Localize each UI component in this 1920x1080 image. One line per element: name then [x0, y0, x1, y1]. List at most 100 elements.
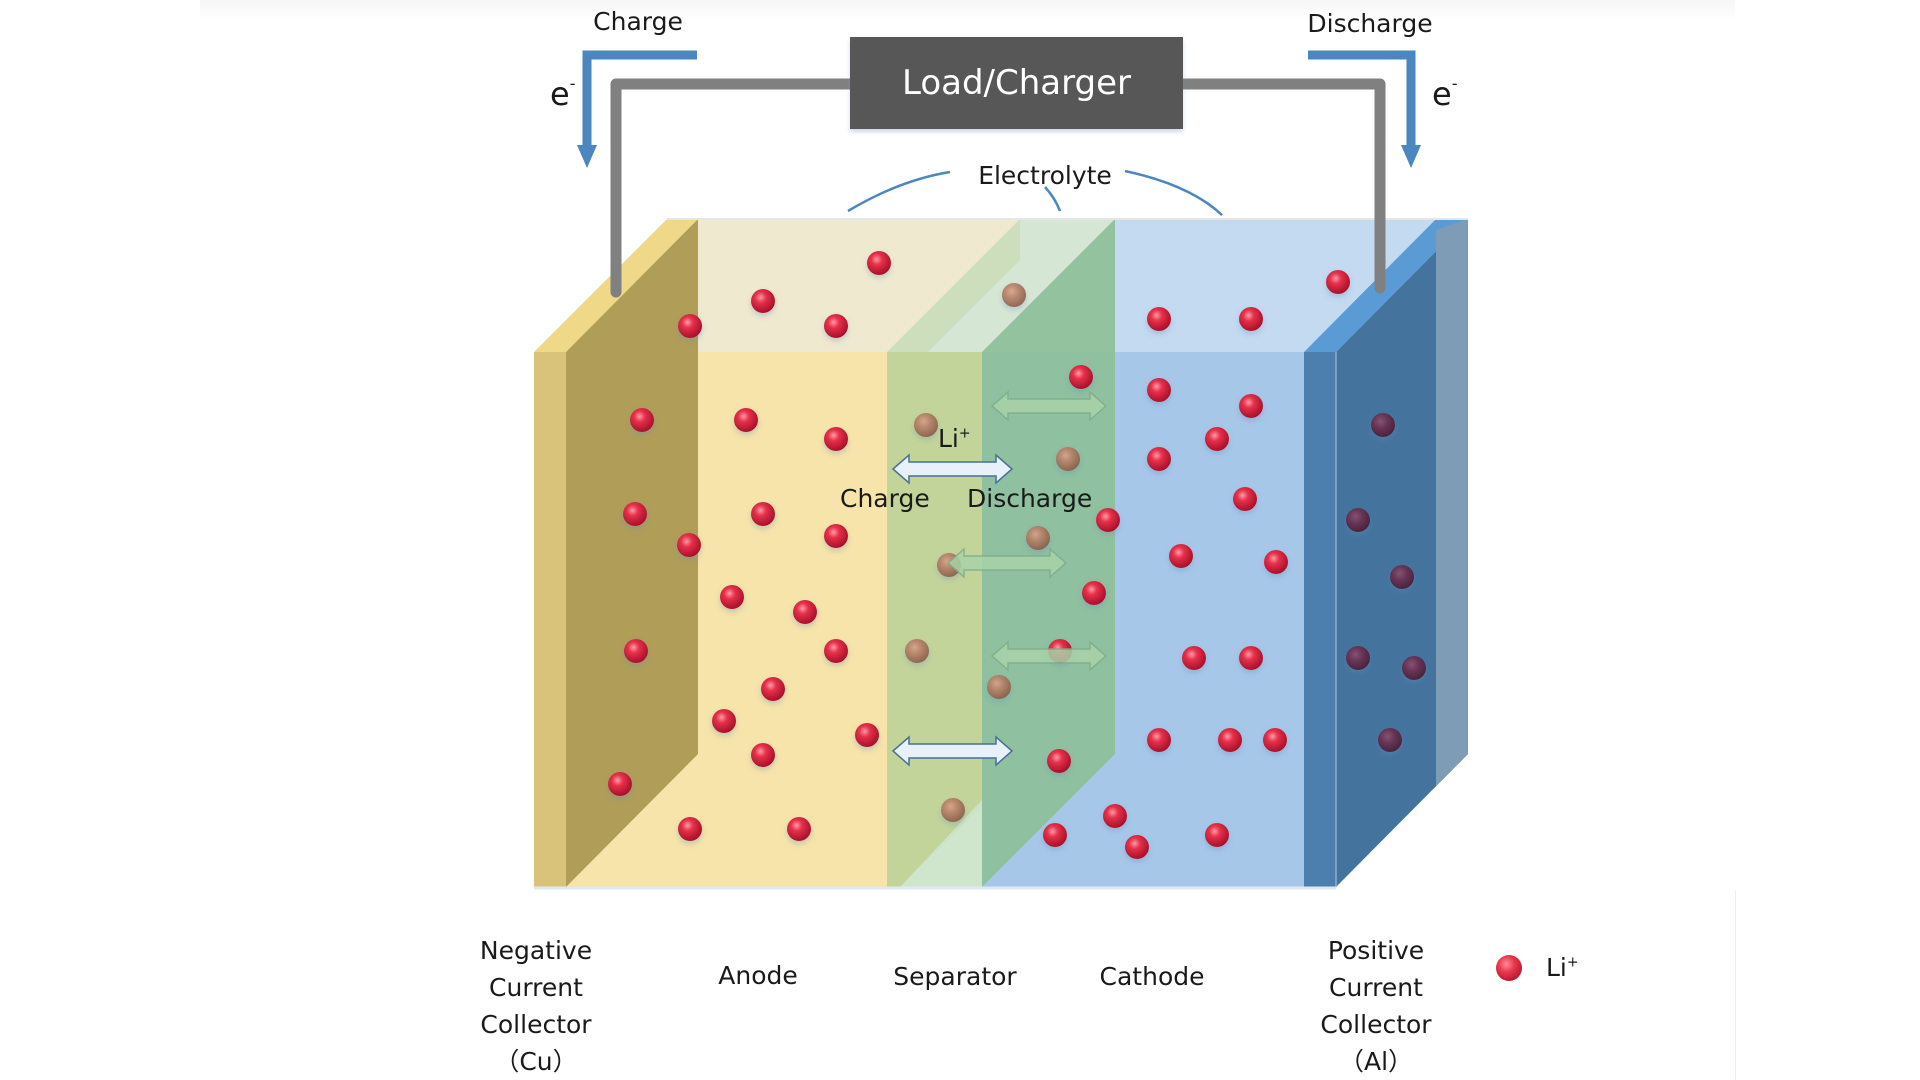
legend-label: Li+ [1546, 953, 1579, 982]
li-ion-particle [1147, 447, 1171, 471]
li-ion-particle [787, 817, 811, 841]
wire-right [1177, 78, 1386, 294]
li-ion-particle [1239, 646, 1263, 670]
al-collector-bottom-edge [1336, 754, 1468, 887]
li-ion-particle [1082, 581, 1106, 605]
electron-symbol: e [1432, 75, 1452, 113]
li-ion-particle-separator [941, 798, 965, 822]
load-charger-box: Load/Charger [850, 37, 1183, 129]
li-ion-particle-collector [1378, 728, 1402, 752]
al-collector-side-edge [1436, 219, 1468, 786]
separator-side-top-band [982, 219, 1115, 352]
li-ion-particle [751, 289, 775, 313]
ion-charge: + [958, 425, 971, 442]
li-ion-particle [1147, 378, 1171, 402]
li-ion-particle [1205, 427, 1229, 451]
li-ion-particle [751, 743, 775, 767]
discharge-arrow-head [1401, 145, 1421, 168]
external-circuit [610, 78, 1386, 298]
inner-discharge-label: Discharge [967, 484, 1093, 513]
legend-symbol: Li [1546, 953, 1567, 982]
li-ion-particle [1264, 550, 1288, 574]
li-ion-particle [1182, 646, 1206, 670]
charge-label: Charge [593, 7, 683, 36]
electrolyte-label: Electrolyte [978, 161, 1112, 190]
separator-top-face-shade [887, 219, 1020, 352]
li-ion-particle [824, 639, 848, 663]
li-ion-particle [855, 723, 879, 747]
li-ion-particle-separator [1056, 447, 1080, 471]
legend: Li+ [1496, 953, 1579, 982]
li-ion-double-arrow-faint [946, 547, 1068, 579]
li-ion-particle-separator [905, 639, 929, 663]
li-ion-particle [1043, 823, 1067, 847]
discharge-label: Discharge [1307, 9, 1433, 38]
li-ion-particle [761, 677, 785, 701]
li-ion-particle-collector [1346, 646, 1370, 670]
cu-collector-front-face [534, 352, 566, 887]
load-charger-label: Load/Charger [901, 63, 1131, 103]
li-ion-particle [824, 314, 848, 338]
li-ion-particle [678, 817, 702, 841]
li-ion-particle [1069, 365, 1093, 389]
electrolyte-pointer-middle [1044, 186, 1062, 212]
al-collector-side-face [1336, 219, 1468, 887]
li-ion-particle [1263, 728, 1287, 752]
li-ion-particle [624, 639, 648, 663]
li-ion-particle [630, 408, 654, 432]
charge-electron-arrow [582, 50, 697, 146]
top-band [200, 0, 1735, 20]
li-ion-particle [1205, 823, 1229, 847]
li-ion-particle [824, 427, 848, 451]
li-ion-inner-label: Li+ [938, 424, 971, 453]
li-ion-particle [751, 502, 775, 526]
li-ion-particle [824, 524, 848, 548]
li-ion-double-arrow [891, 735, 1014, 767]
li-ion-particle [1233, 487, 1257, 511]
li-ion-particle-collector [1346, 508, 1370, 532]
component-label-negative-current-collector: Negative Current Collector （Cu） [479, 936, 593, 1076]
li-ion-double-arrow [891, 453, 1014, 485]
component-label-positive-current-collector: Positive Current Collector （Al） [1320, 936, 1432, 1076]
discharge-electron-arrow [1308, 50, 1416, 146]
li-ion-particle [1147, 728, 1171, 752]
component-label-cathode: Cathode [1099, 962, 1205, 991]
electrolyte-pointer-left [847, 170, 951, 213]
ion-symbol: Li [938, 424, 959, 453]
separator-front-face [887, 352, 982, 887]
li-ion-particle [1239, 394, 1263, 418]
electron-charge: - [569, 74, 576, 94]
li-ion-particle-separator [1026, 526, 1050, 550]
li-ion-particle [1096, 508, 1120, 532]
li-ion-double-arrow-faint [990, 390, 1108, 422]
li-ion-particle [623, 502, 647, 526]
li-ion-particle [1169, 544, 1193, 568]
li-ion-particle [608, 772, 632, 796]
al-collector-front-face [1304, 352, 1336, 887]
electron-flow-arrows [577, 50, 1421, 168]
charge-arrow-head [577, 145, 597, 168]
inner-charge-label: Charge [840, 484, 930, 513]
li-ion-particle [793, 600, 817, 624]
electron-charge: - [1451, 74, 1458, 94]
li-ion-legend-icon [1496, 954, 1522, 981]
li-ion-particle [720, 585, 744, 609]
battery-cell [534, 218, 1468, 890]
li-ion-particle [1103, 804, 1127, 828]
separator-bottom-light [900, 806, 982, 887]
li-ion-particle [1239, 307, 1263, 331]
ion-flow-arrows [891, 390, 1108, 767]
li-ion-particle [1125, 835, 1149, 859]
li-ion-particle [1326, 270, 1350, 294]
li-ion-particle [867, 251, 891, 275]
al-collector-top-face [1304, 219, 1468, 352]
electrolyte-pointers [847, 169, 1223, 216]
legend-charge: + [1566, 954, 1579, 971]
li-ion-particle-separator [987, 675, 1011, 699]
li-ion-particle-separator [914, 413, 938, 437]
li-ion-particle-collector [1390, 565, 1414, 589]
li-ion-particle [1218, 728, 1242, 752]
component-label-separator: Separator [893, 962, 1017, 991]
li-ion-particle [1147, 307, 1171, 331]
